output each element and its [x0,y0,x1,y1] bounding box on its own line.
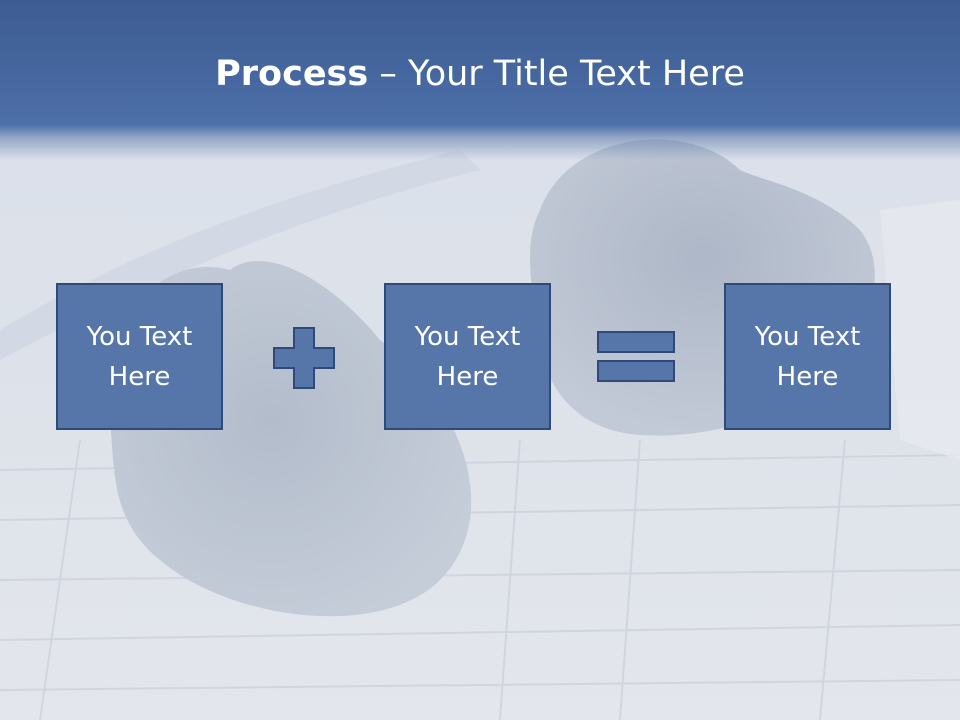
slide-title: Process – Your Title Text Here [0,52,960,96]
process-box-3-label: You Text Here [754,321,861,392]
process-box-1-label: You Text Here [86,321,193,392]
process-box-3: You Text Here [724,283,891,430]
title-bold: Process [215,54,369,94]
plus-icon [273,327,335,389]
process-box-1: You Text Here [56,283,223,430]
process-box-2-label: You Text Here [414,321,521,392]
title-band [0,0,960,160]
title-rest: – Your Title Text Here [368,54,745,94]
process-box-2: You Text Here [384,283,551,430]
equals-icon [597,331,675,382]
